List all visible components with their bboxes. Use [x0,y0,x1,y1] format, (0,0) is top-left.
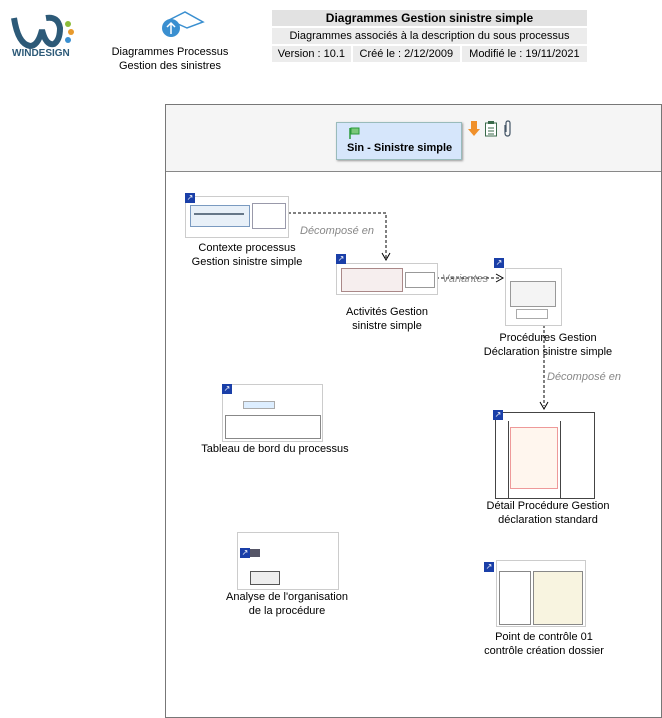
arrow-head-icon [539,401,549,411]
flag-icon [349,127,360,139]
clipboard-icon[interactable] [484,120,498,138]
shortcut-icon: ↗ [336,254,346,264]
diagram-subtitle: Diagrammes associés à la description du … [270,26,589,46]
down-arrow-icon[interactable] [467,120,481,138]
diagram-title: Diagrammes Gestion sinistre simple [270,8,589,28]
link-label-decompose-1: Décomposé en [300,225,374,237]
root-area: Sin - Sinistre simple [166,105,661,172]
diagram-thumbnail[interactable] [237,532,339,590]
process-up-icon [162,11,205,37]
diagram-thumbnail[interactable] [336,263,438,295]
arrow-head-icon [495,273,505,283]
shortcut-icon: ↗ [494,258,504,268]
diagram-thumbnail[interactable] [495,412,595,499]
shortcut-icon: ↗ [222,384,232,394]
version: Version : 10.1 [270,44,353,64]
diagram-thumbnail[interactable] [222,384,323,442]
logo-graphic-icon [11,14,74,50]
arrow-head-icon [381,252,391,262]
link-label-variantes: Variantes [442,273,489,285]
process-link-line1[interactable]: Diagrammes Processus [111,46,229,58]
node-label: Tableau de bord du processus [201,443,349,455]
diagram-info-table: Diagrammes Gestion sinistre simple Diagr… [270,8,590,64]
process-link-line2[interactable]: Gestion des sinistres [118,60,222,72]
shortcut-icon: ↗ [185,193,195,203]
root-node[interactable]: Sin - Sinistre simple [336,122,462,160]
diagram-thumbnail[interactable] [185,196,289,238]
windesign-logo: WINDESIGN [8,10,78,62]
created-date: Créé le : 2/12/2009 [350,44,462,64]
diagram-thumbnail[interactable] [496,560,586,627]
link-decompose-1 [288,212,387,258]
modified-date: Modifié le : 19/11/2021 [459,44,590,64]
link-label-decompose-2: Décomposé en [547,371,621,383]
logo-text: WINDESIGN [12,48,70,59]
shortcut-icon: ↗ [240,548,250,558]
diagram-thumbnail[interactable] [505,268,562,326]
shortcut-icon: ↗ [484,562,494,572]
paperclip-icon[interactable] [501,120,513,138]
root-node-label: Sin - Sinistre simple [347,142,453,154]
shortcut-icon: ↗ [493,410,503,420]
